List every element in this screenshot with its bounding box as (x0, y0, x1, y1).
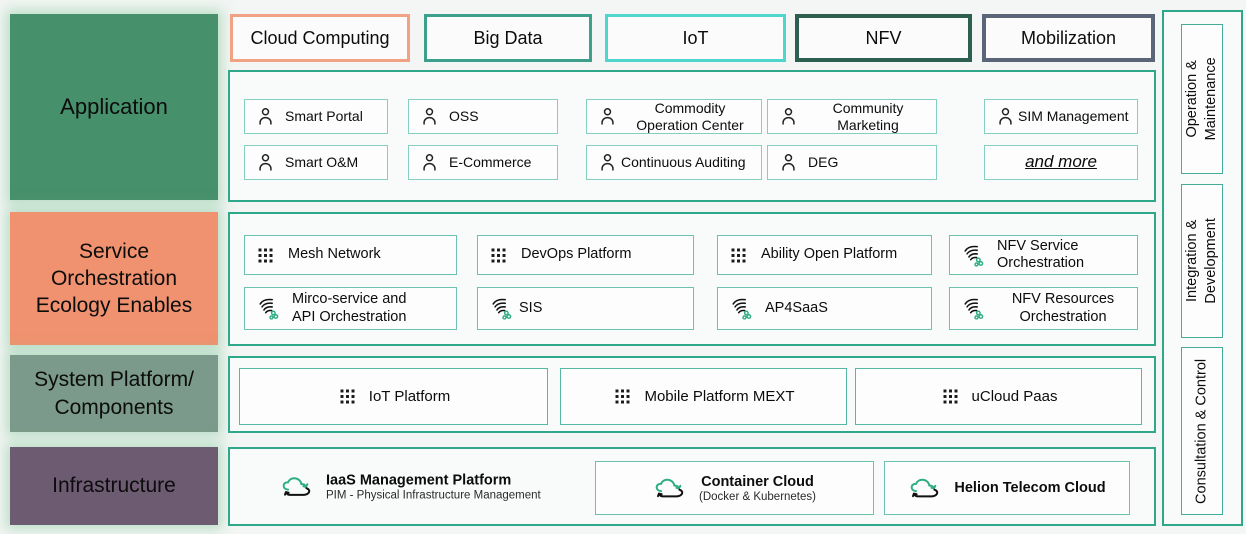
user-icon (597, 152, 618, 173)
layer-service-orchestration: Service Orchestration Ecology Enables (10, 212, 218, 345)
orchestration-icon (728, 296, 753, 321)
sys-item-ucloud-paas: uCloud Paas (855, 368, 1142, 425)
app-item-and-more: and more (984, 145, 1138, 180)
user-icon (995, 106, 1016, 127)
svc-item-ap4saas: AP4SaaS (717, 287, 932, 330)
sys-item-mobile-platform-mext: Mobile Platform MEXT (560, 368, 847, 425)
infra-item-iaas-management-platform: IaaS Management Platform PIM - Physical … (280, 472, 541, 501)
infra-item-subtitle: PIM - Physical Infrastructure Management (326, 489, 541, 501)
sidebar-item-integration-development: Integration & Development (1181, 184, 1223, 338)
system-platform-section: IoT Platform Mobile Platform MEXT uCloud… (228, 356, 1156, 433)
svc-item-label: Ability Open Platform (761, 246, 898, 263)
user-icon (255, 152, 276, 173)
sys-item-iot-platform: IoT Platform (239, 368, 548, 425)
svc-item-devops-platform: DevOps Platform (477, 235, 694, 275)
user-icon (419, 106, 440, 127)
user-icon (597, 106, 618, 127)
svc-item-sis: SIS (477, 287, 694, 330)
app-item-label: DEG (808, 154, 839, 171)
cloud-sync-icon (653, 476, 687, 501)
cloud-sync-icon (908, 476, 942, 501)
app-item-oss: OSS (408, 99, 558, 134)
tag-iot: IoT (605, 14, 786, 62)
app-item-continuous-auditing: Continuous Auditing (586, 145, 762, 180)
svc-item-label: DevOps Platform (521, 246, 632, 263)
cloud-sync-icon (280, 474, 314, 499)
svc-item-label: NFV Service Orchestration (997, 237, 1085, 271)
grid-dots-icon (488, 245, 509, 266)
user-icon (255, 106, 276, 127)
grid-dots-icon (337, 386, 358, 407)
svc-item-ability-open-platform: Ability Open Platform (717, 235, 932, 275)
sidebar-item-label: Operation & Maintenance (1184, 57, 1219, 141)
app-item-label: Commodity Operation Center (636, 99, 744, 133)
svc-item-microservice-api-orchestration: Mirco-service and API Orchestration (244, 287, 457, 330)
layer-application: Application (10, 14, 218, 200)
sys-item-label: Mobile Platform MEXT (644, 387, 795, 405)
orchestration-icon (255, 296, 280, 321)
tag-big-data: Big Data (424, 14, 592, 62)
sidebar-item-operation-maintenance: Operation & Maintenance (1181, 24, 1223, 174)
grid-dots-icon (728, 245, 749, 266)
user-icon (419, 152, 440, 173)
svc-item-label: SIS (519, 299, 543, 316)
svc-item-mesh-network: Mesh Network (244, 235, 457, 275)
svc-item-label: Mirco-service and API Orchestration (292, 291, 407, 325)
user-icon (778, 106, 799, 127)
app-item-label: OSS (449, 108, 479, 125)
app-item-label: SIM Management (1018, 108, 1129, 125)
tag-nfv: NFV (795, 14, 972, 62)
grid-dots-icon (612, 386, 633, 407)
infra-item-subtitle: (Docker & Kubernetes) (699, 490, 816, 503)
orchestration-icon (488, 296, 513, 321)
application-section: Smart Portal OSS Commodity Operation Cen… (228, 70, 1156, 202)
layer-infrastructure: Infrastructure (10, 447, 218, 525)
infrastructure-section: IaaS Management Platform PIM - Physical … (228, 447, 1156, 526)
svc-item-label: NFV Resources Orchestration (1011, 291, 1115, 325)
user-icon (778, 152, 799, 173)
infra-item-title: Container Cloud (701, 473, 814, 490)
tag-mobilization: Mobilization (982, 14, 1155, 62)
app-item-label: Community Marketing (832, 99, 904, 133)
tag-cloud-computing: Cloud Computing (230, 14, 410, 62)
app-item-label: Smart O&M (285, 154, 359, 171)
sidebar-item-consultation-control: Consultation & Control (1181, 347, 1223, 515)
grid-dots-icon (255, 245, 276, 266)
app-item-e-commerce: E-Commerce (408, 145, 558, 180)
infra-item-helion-telecom-cloud: Helion Telecom Cloud (884, 461, 1130, 515)
svc-item-nfv-resources-orchestration: NFV Resources Orchestration (949, 287, 1138, 330)
right-sidebar: Operation & Maintenance Integration & De… (1162, 10, 1243, 526)
app-item-deg: DEG (767, 145, 937, 180)
app-item-label: Continuous Auditing (621, 154, 746, 171)
svc-item-label: Mesh Network (288, 246, 381, 263)
sidebar-item-label: Consultation & Control (1193, 358, 1210, 504)
service-orchestration-section: Mesh Network DevOps Platform Ability Ope… (228, 212, 1156, 346)
layer-system-platform: System Platform/ Components (10, 355, 218, 432)
infra-item-title: IaaS Management Platform (326, 472, 512, 488)
infra-item-container-cloud: Container Cloud (Docker & Kubernetes) (595, 461, 874, 515)
app-item-label: E-Commerce (449, 154, 532, 171)
svc-item-label: AP4SaaS (765, 299, 828, 316)
app-item-community-marketing: Community Marketing (767, 99, 937, 134)
infra-item-title: Helion Telecom Cloud (954, 480, 1106, 496)
orchestration-icon (960, 243, 985, 268)
app-item-sim-management: SIM Management (984, 99, 1138, 134)
sys-item-label: IoT Platform (368, 387, 451, 405)
svc-item-nfv-service-orchestration: NFV Service Orchestration (949, 235, 1138, 275)
app-item-label: Smart Portal (285, 108, 363, 125)
sidebar-item-label: Integration & Development (1184, 218, 1219, 304)
sys-item-label: uCloud Paas (971, 387, 1058, 405)
app-item-label: and more (1025, 152, 1097, 172)
app-item-smart-om: Smart O&M (244, 145, 388, 180)
grid-dots-icon (940, 386, 961, 407)
orchestration-icon (960, 296, 985, 321)
app-item-commodity-operation-center: Commodity Operation Center (586, 99, 762, 134)
app-item-smart-portal: Smart Portal (244, 99, 388, 134)
